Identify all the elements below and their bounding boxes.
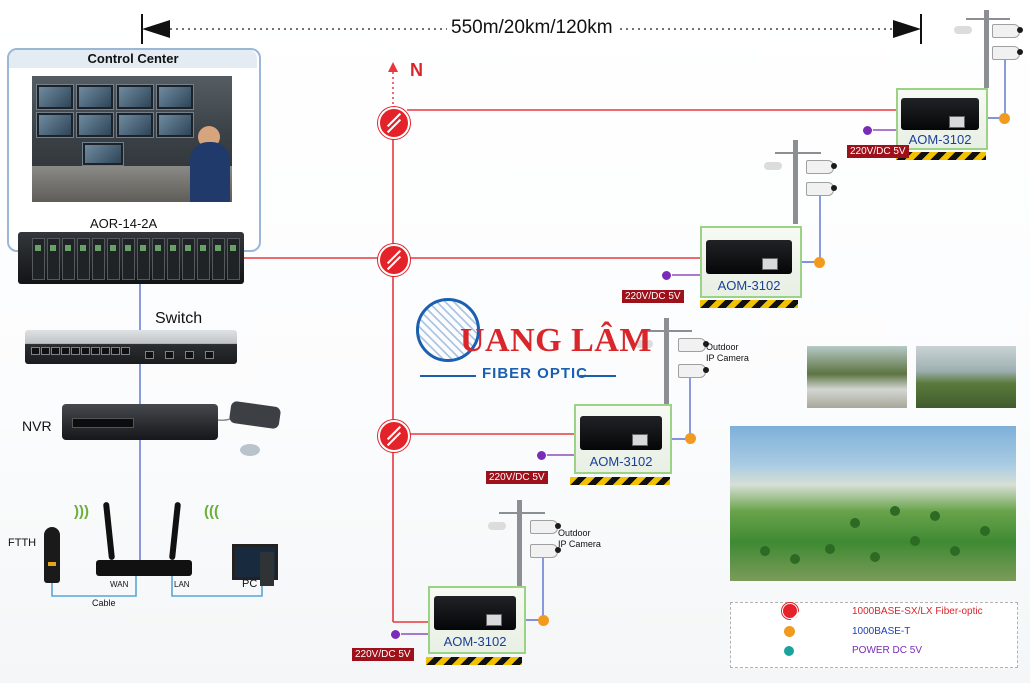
ip-camera-icon (678, 364, 709, 378)
fiber-splitter-icon (782, 603, 798, 619)
control-center-title: Control Center (87, 51, 179, 66)
ftth-ont (44, 527, 60, 583)
ip-camera-icon (992, 24, 1023, 38)
ip-camera-icon (806, 182, 837, 196)
cable-router-pc (171, 576, 263, 597)
media-converter (434, 596, 516, 630)
control-center-title-bar (9, 50, 257, 68)
camera-pole (664, 318, 669, 404)
ip-camera-icon (530, 544, 561, 558)
converter-label: AOM-3102 (589, 454, 653, 469)
converter-label: AOM-3102 (908, 132, 972, 147)
ip-camera-icon (678, 338, 709, 352)
legend-fiber-label: 1000BASE-SX/LX Fiber-optic (852, 606, 983, 617)
converter-label: AOM-3102 (717, 278, 781, 293)
wifi-right-icon: ((( (204, 503, 219, 520)
dc-port-icon (783, 645, 795, 657)
fiber-splitter-icon (378, 420, 410, 452)
network-switch (25, 330, 237, 364)
power-label: 220V/DC 5V (622, 290, 684, 303)
converter-label: AOM-3102 (443, 634, 507, 649)
control-room-photo (32, 76, 232, 202)
camera-pole (984, 10, 989, 88)
camera-label: Outdoor IP Camera (706, 342, 749, 363)
fiber-splitter-icon (378, 107, 410, 139)
ethernet-port-icon (685, 433, 696, 444)
logo-rule (580, 375, 616, 377)
legend-ethernet-label: 1000BASE-T (852, 626, 911, 637)
ftth-label: FTTH (8, 537, 37, 549)
cable-label: Cable (92, 598, 116, 608)
media-converter (580, 416, 662, 450)
dc-port-icon (661, 270, 672, 281)
nvr-label: NVR (22, 418, 52, 434)
park-aerial-photo (730, 426, 1016, 581)
media-converter (901, 98, 979, 130)
street-lamp (635, 340, 653, 348)
wan-label: WAN (110, 580, 129, 589)
camera-pole (517, 500, 522, 586)
camera-pole (793, 140, 798, 224)
mouse (240, 444, 260, 456)
hazard-stripe (426, 657, 522, 665)
pole-arm (499, 512, 545, 514)
pole-arm (966, 18, 1010, 20)
lan-label: LAN (174, 580, 190, 589)
dc-port-icon (536, 450, 547, 461)
power-label: 220V/DC 5V (352, 648, 414, 661)
ip-camera-icon (530, 520, 561, 534)
legend-box (730, 602, 1018, 668)
ip-camera-icon (806, 160, 837, 174)
logo-rule (420, 375, 476, 377)
logo-subtitle: FIBER OPTIC (482, 365, 589, 382)
logo-text: UANG LÂM (460, 322, 652, 359)
ethernet-port-icon (999, 113, 1010, 124)
ethernet-port-icon (538, 615, 549, 626)
logo-emblem (416, 298, 480, 362)
media-converter-rack (18, 232, 244, 284)
power-label: 220V/DC 5V (486, 471, 548, 484)
dc-port-icon (390, 629, 401, 640)
hazard-stripe (896, 152, 986, 160)
ethernet-port-icon (814, 257, 825, 268)
wifi-left-icon: ))) (74, 503, 89, 520)
street-lamp (954, 26, 972, 34)
street-lamp (764, 162, 782, 170)
cable-ftth-router (51, 576, 137, 597)
media-converter (706, 240, 792, 274)
distance-arrow-right (893, 20, 921, 38)
park-photo (807, 346, 907, 408)
switch-label: Switch (155, 310, 203, 327)
north-arrowhead (388, 62, 398, 72)
north-label: N (410, 60, 423, 80)
distance-label: 550m/20km/120km (447, 17, 617, 39)
pole-arm (775, 152, 821, 154)
legend-power-label: POWER DC 5V (852, 645, 923, 656)
pc-label: PC (242, 578, 258, 590)
aerial-photo (916, 346, 1016, 408)
hazard-stripe (700, 300, 798, 308)
dc-port-icon (862, 125, 873, 136)
rack-label: AOR-14-2A (90, 216, 158, 231)
nvr-display (72, 418, 134, 428)
fiber-splitter-icon (378, 244, 410, 276)
hazard-stripe (570, 477, 670, 485)
camera-label: Outdoor IP Camera (558, 528, 601, 549)
pc-tower (260, 552, 274, 586)
street-lamp (488, 522, 506, 530)
ftth-indicator (48, 562, 56, 566)
ip-camera-icon (992, 46, 1023, 60)
power-label: 220V/DC 5V (847, 145, 909, 158)
pole-arm (646, 330, 692, 332)
distance-arrow-left (142, 20, 170, 38)
ethernet-port-icon (784, 626, 795, 637)
wifi-router (96, 560, 192, 576)
